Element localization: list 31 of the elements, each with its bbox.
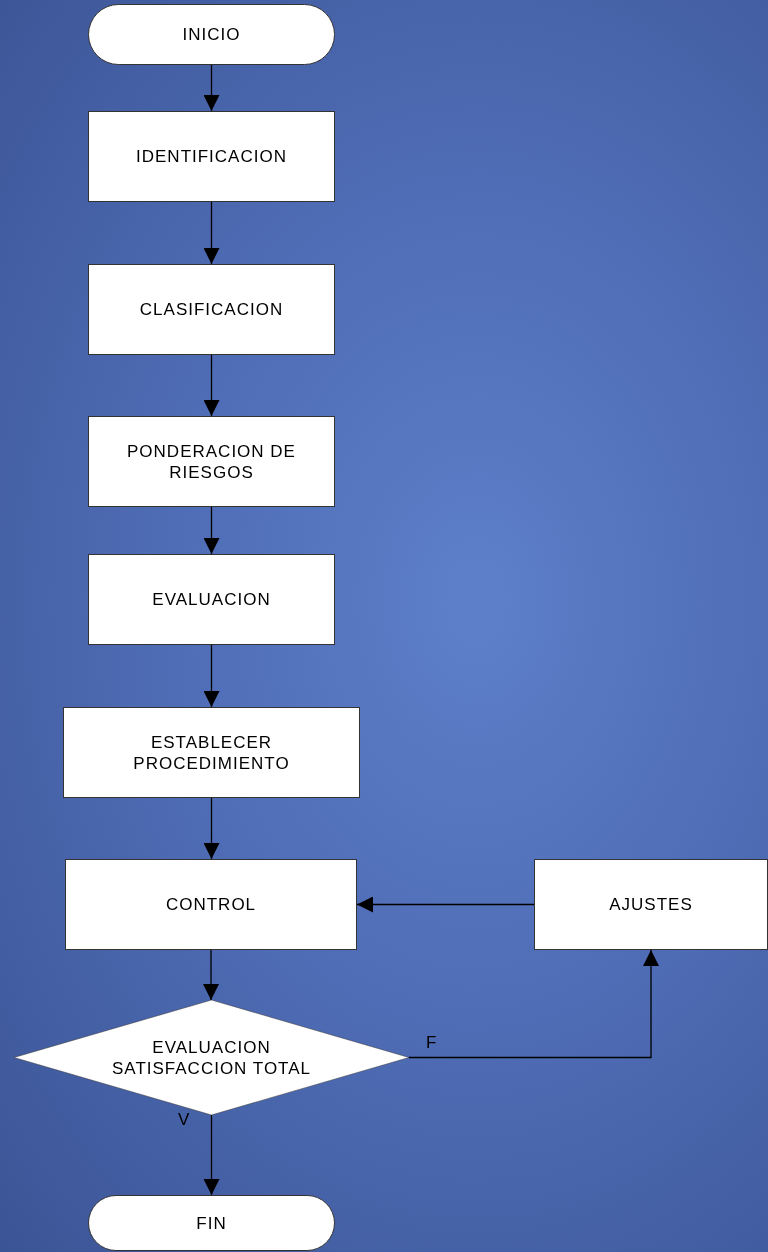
process-box	[63, 707, 360, 798]
process-box	[88, 554, 335, 645]
arrow	[203, 797, 220, 860]
node-label: INICIO	[182, 24, 241, 45]
node-label: EVALUACION	[152, 589, 271, 610]
arrow	[408, 949, 659, 1059]
edge-label: F	[426, 1033, 438, 1053]
arrow	[203, 201, 220, 265]
node-label: EVALUACION SATISFACCION TOTAL	[111, 1036, 312, 1079]
arrow	[203, 949, 219, 1001]
node-label: FIN	[196, 1212, 227, 1234]
node-label: IDENTIFICACION	[136, 146, 287, 167]
node-label: CLASIFICACION	[139, 299, 284, 320]
node-label: CONTROL	[165, 894, 257, 915]
process-box	[534, 859, 768, 950]
process-box	[88, 111, 335, 202]
arrow	[203, 644, 220, 708]
process-box	[88, 264, 335, 355]
edge-label: V	[178, 1110, 191, 1130]
process-box	[65, 859, 357, 950]
process-box	[88, 416, 335, 507]
terminator-shape	[88, 1195, 335, 1251]
arrow	[356, 896, 535, 913]
arrow	[203, 354, 220, 417]
decision-diamond	[14, 1000, 409, 1115]
arrow	[203, 506, 220, 555]
node-label: ESTABLECER PROCEDIMIENTO	[132, 731, 291, 774]
arrow	[203, 1114, 220, 1196]
arrow	[203, 64, 220, 112]
node-label: PONDERACION DE RIESGOS	[126, 440, 297, 483]
node-label: AJUSTES	[609, 894, 693, 915]
